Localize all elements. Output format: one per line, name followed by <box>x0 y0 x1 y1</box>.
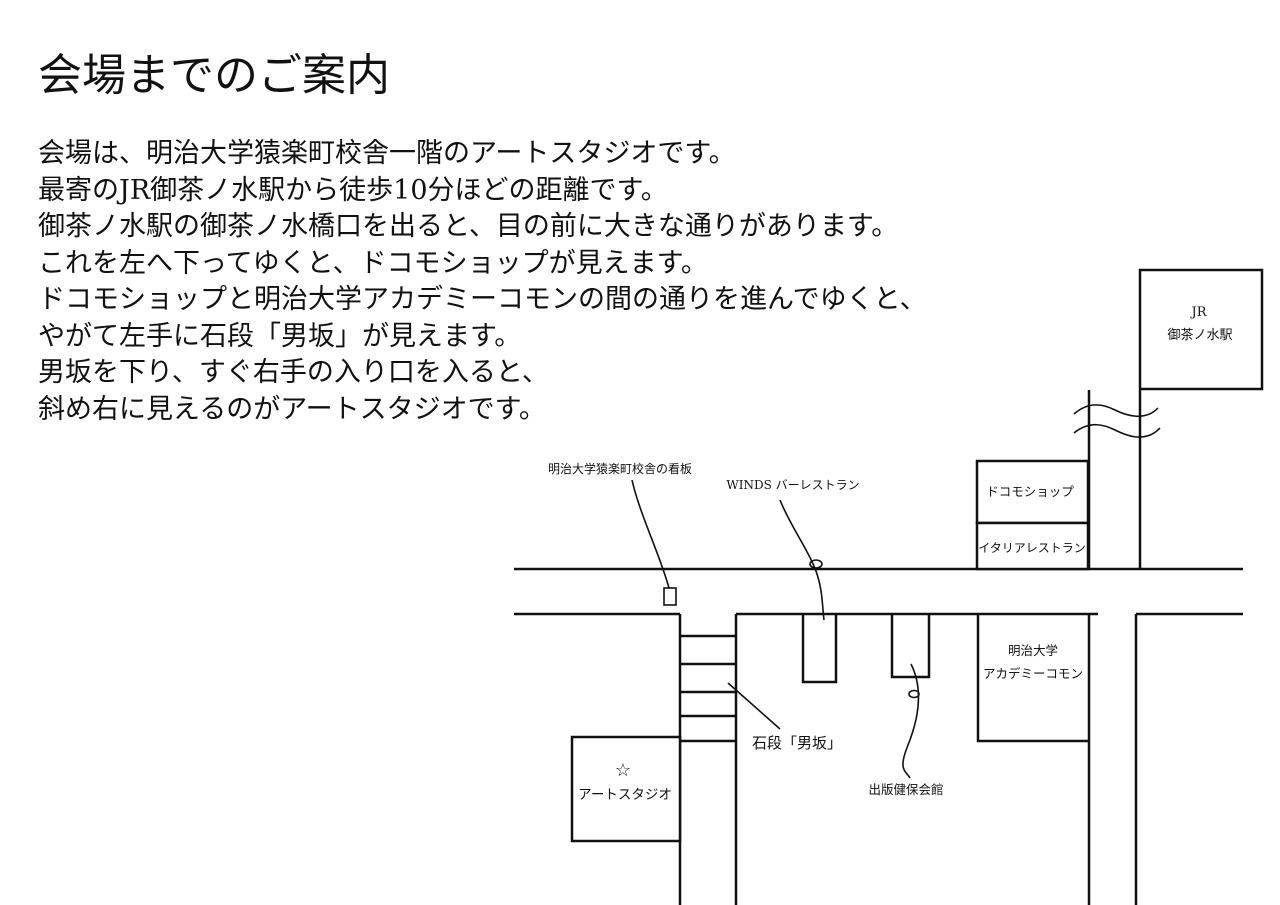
station-label-line1: JR <box>1190 305 1208 320</box>
academy-common-label-line1: 明治大学 <box>1008 643 1058 658</box>
art-studio-building <box>570 735 682 843</box>
publishing-hall-pointer <box>902 663 920 779</box>
directions-text: 会場は、明治大学猿楽町校舎一階のアートスタジオです。 最寄のJR御茶ノ水駅から徒… <box>38 136 927 428</box>
station-building <box>1138 268 1264 391</box>
docomo-shop-label: ドコモショップ <box>986 484 1074 499</box>
art-studio-label: アートスタジオ <box>578 787 672 803</box>
river-line-south <box>1073 423 1161 438</box>
winds-label: WINDS バーレストラン <box>726 478 859 492</box>
winds-building <box>801 614 838 684</box>
direction-line: やがて左手に石段「男坂」が見えます。 <box>38 320 522 352</box>
academy-common-building <box>976 614 1089 743</box>
academy-common-label-line2: アカデミーコモン <box>983 666 1083 681</box>
direction-line: ドコモショップと明治大学アカデミーコモンの間の通りを進んでゆくと、 <box>38 284 927 315</box>
stairs-label: 石段「男坂」 <box>752 734 842 752</box>
publishing-hall-label: 出版健保会館 <box>868 782 943 797</box>
direction-line: 斜め右に見えるのがアートスタジオです。 <box>38 393 546 425</box>
river-line-north <box>1073 404 1159 417</box>
direction-line: これを左へ下ってゆくと、ドコモショップが見えます。 <box>38 247 708 279</box>
school-sign-marker <box>663 587 677 606</box>
page-title: 会場までのご案内 <box>38 50 390 101</box>
direction-line: 御茶ノ水駅の御茶ノ水橋口を出ると、目の前に大きな通りがあります。 <box>38 211 899 242</box>
direction-line: 男坂を下り、すぐ右手の入り口を入ると、 <box>38 357 549 388</box>
direction-line: 会場は、明治大学猿楽町校舎一階のアートスタジオです。 <box>38 138 736 169</box>
winds-marker <box>809 559 823 569</box>
school-sign-label: 明治大学猿楽町校舎の看板 <box>548 461 692 476</box>
school-sign-pointer <box>631 479 670 589</box>
star-icon: ☆ <box>615 760 631 781</box>
winds-pointer <box>779 499 825 621</box>
italian-restaurant-building <box>975 521 1090 571</box>
station-label-line2: 御茶ノ水駅 <box>1167 327 1232 343</box>
stairs-pointer <box>727 682 781 730</box>
publishing-hall-building <box>890 614 931 679</box>
direction-line: 最寄のJR御茶ノ水駅から徒歩10分ほどの距離です。 <box>38 174 668 206</box>
italian-restaurant-label: イタリアレストラン <box>978 541 1086 555</box>
publishing-hall-marker <box>908 689 920 699</box>
